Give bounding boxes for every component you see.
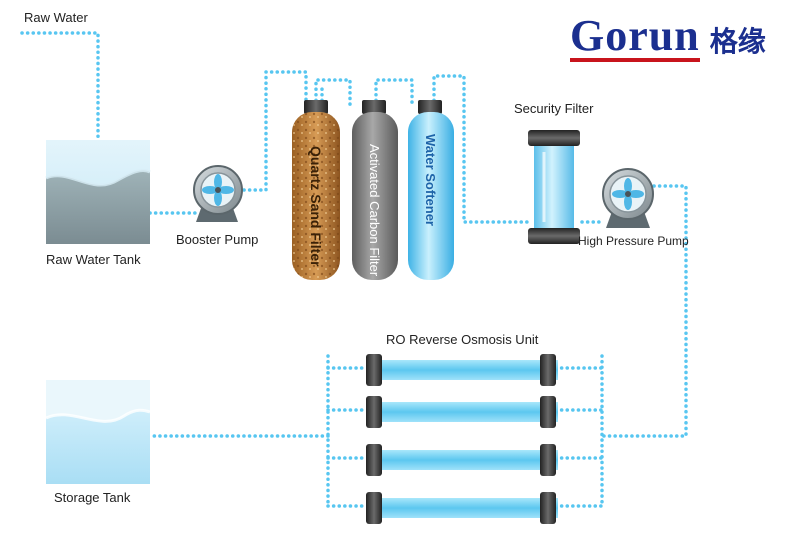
quartz-sand-filter-label: Quartz Sand Filter xyxy=(308,146,324,267)
ro-membranes xyxy=(366,354,558,524)
raw-water-tank-label: Raw Water Tank xyxy=(46,252,141,267)
storage-tank xyxy=(45,380,151,484)
ro-membrane xyxy=(366,354,558,386)
brand-logo: Gorun 格缘 xyxy=(570,12,806,62)
water-softener-label: Water Softener xyxy=(423,134,438,226)
pipe-quartz-to-carbon xyxy=(314,78,352,108)
quartz-sand-filter xyxy=(292,100,340,280)
brand-name: Gorun xyxy=(570,11,700,62)
raw-water-label: Raw Water xyxy=(24,10,88,25)
raw-water-tank xyxy=(45,140,151,244)
pipe-softener-to-security xyxy=(432,74,530,224)
pipe-raw-water-inlet xyxy=(20,31,100,142)
activated-carbon-filter xyxy=(352,100,398,280)
security-filter-label: Security Filter xyxy=(514,101,594,116)
ro-unit-label: RO Reverse Osmosis Unit xyxy=(386,332,539,347)
high-pressure-pump xyxy=(602,168,654,228)
activated-carbon-filter-label: Activated Carbon Filter xyxy=(367,144,382,277)
ro-membrane xyxy=(366,492,558,524)
pipe-hppump-to-ro xyxy=(600,184,688,438)
booster-pump-label: Booster Pump xyxy=(176,232,259,247)
pipe-booster-to-quartz xyxy=(242,70,308,192)
ro-membrane xyxy=(366,444,558,476)
pipe-carbon-to-softener xyxy=(374,78,414,108)
water-softener xyxy=(408,100,454,280)
ro-membrane xyxy=(366,396,558,428)
booster-pump xyxy=(193,165,243,222)
pipes xyxy=(20,31,688,508)
high-pressure-pump-label: High Pressure Pump xyxy=(578,234,689,248)
brand-cn-name: 格缘 xyxy=(709,25,766,58)
storage-tank-label: Storage Tank xyxy=(54,490,131,505)
security-filter xyxy=(528,130,580,244)
